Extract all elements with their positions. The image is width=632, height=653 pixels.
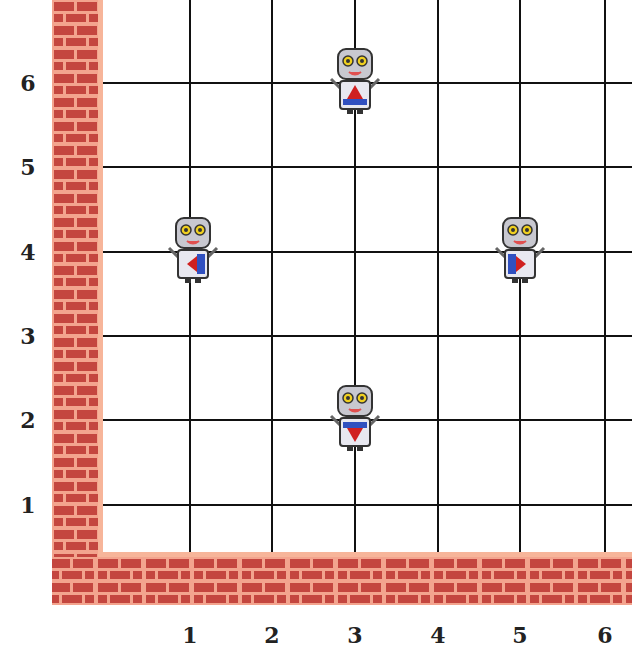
row-number: 4 [20,241,35,263]
robot-east [496,218,544,283]
column-number: 5 [512,624,527,646]
brick-wall [52,0,632,605]
column-number: 6 [597,624,612,646]
row-number: 6 [20,72,35,94]
column-number: 1 [182,624,197,646]
column-number: 2 [264,624,279,646]
column-number: 4 [430,624,445,646]
robot-west [169,218,217,283]
column-number: 3 [347,624,362,646]
row-number: 3 [20,325,35,347]
robot-north [331,49,379,114]
grid-lines [100,0,632,556]
row-number: 1 [20,494,35,516]
robot-south [331,386,379,451]
row-number: 5 [20,156,35,178]
row-number: 2 [20,409,35,431]
